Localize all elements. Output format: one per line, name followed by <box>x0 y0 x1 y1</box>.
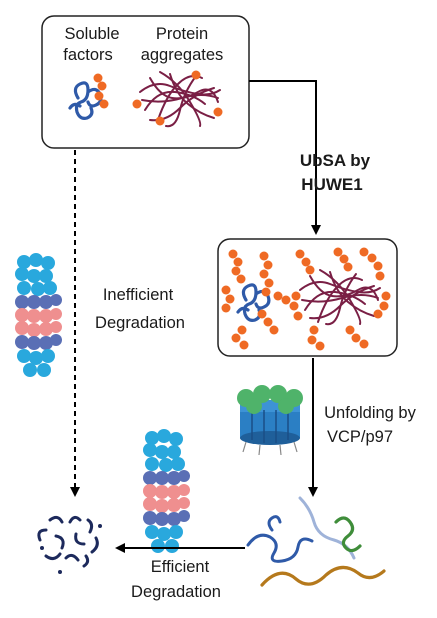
efficient-degradation-label-2: Degradation <box>131 583 221 601</box>
ubiquitin-chains-right <box>289 247 391 351</box>
soluble-protein-icon <box>68 81 103 120</box>
ubsa-arrow <box>249 80 321 235</box>
soluble-factors-label-2: factors <box>63 46 113 64</box>
proteasome-icon-center <box>143 429 190 553</box>
efficient-degradation-label: Efficient <box>151 558 210 576</box>
degraded-fragments-icon <box>37 515 102 574</box>
protein-aggregates-label-2: aggregates <box>141 46 224 64</box>
ubsa-label-2: HUWE1 <box>301 175 362 194</box>
unfolded-chains-icon <box>246 496 386 587</box>
soluble-factors-label: Soluble <box>64 25 119 43</box>
proteasome-icon-left <box>15 253 62 377</box>
aggregate-ubiquitin-dots <box>132 70 223 126</box>
inefficient-degradation-label-2: Degradation <box>95 314 185 332</box>
ubsa-label: UbSA by <box>300 151 371 170</box>
ubiquitin-chain-small <box>93 73 109 109</box>
protein-aggregates-label: Protein <box>156 25 208 43</box>
ubiquitinated-aggregate-icon <box>299 269 381 326</box>
ubiquitin-chains-left <box>221 249 291 350</box>
unfolding-label: Unfolding by <box>324 404 416 422</box>
vcp-p97-icon <box>237 385 303 456</box>
unfolding-label-2: VCP/p97 <box>327 428 393 446</box>
inefficient-degradation-label: Inefficient <box>103 286 174 304</box>
